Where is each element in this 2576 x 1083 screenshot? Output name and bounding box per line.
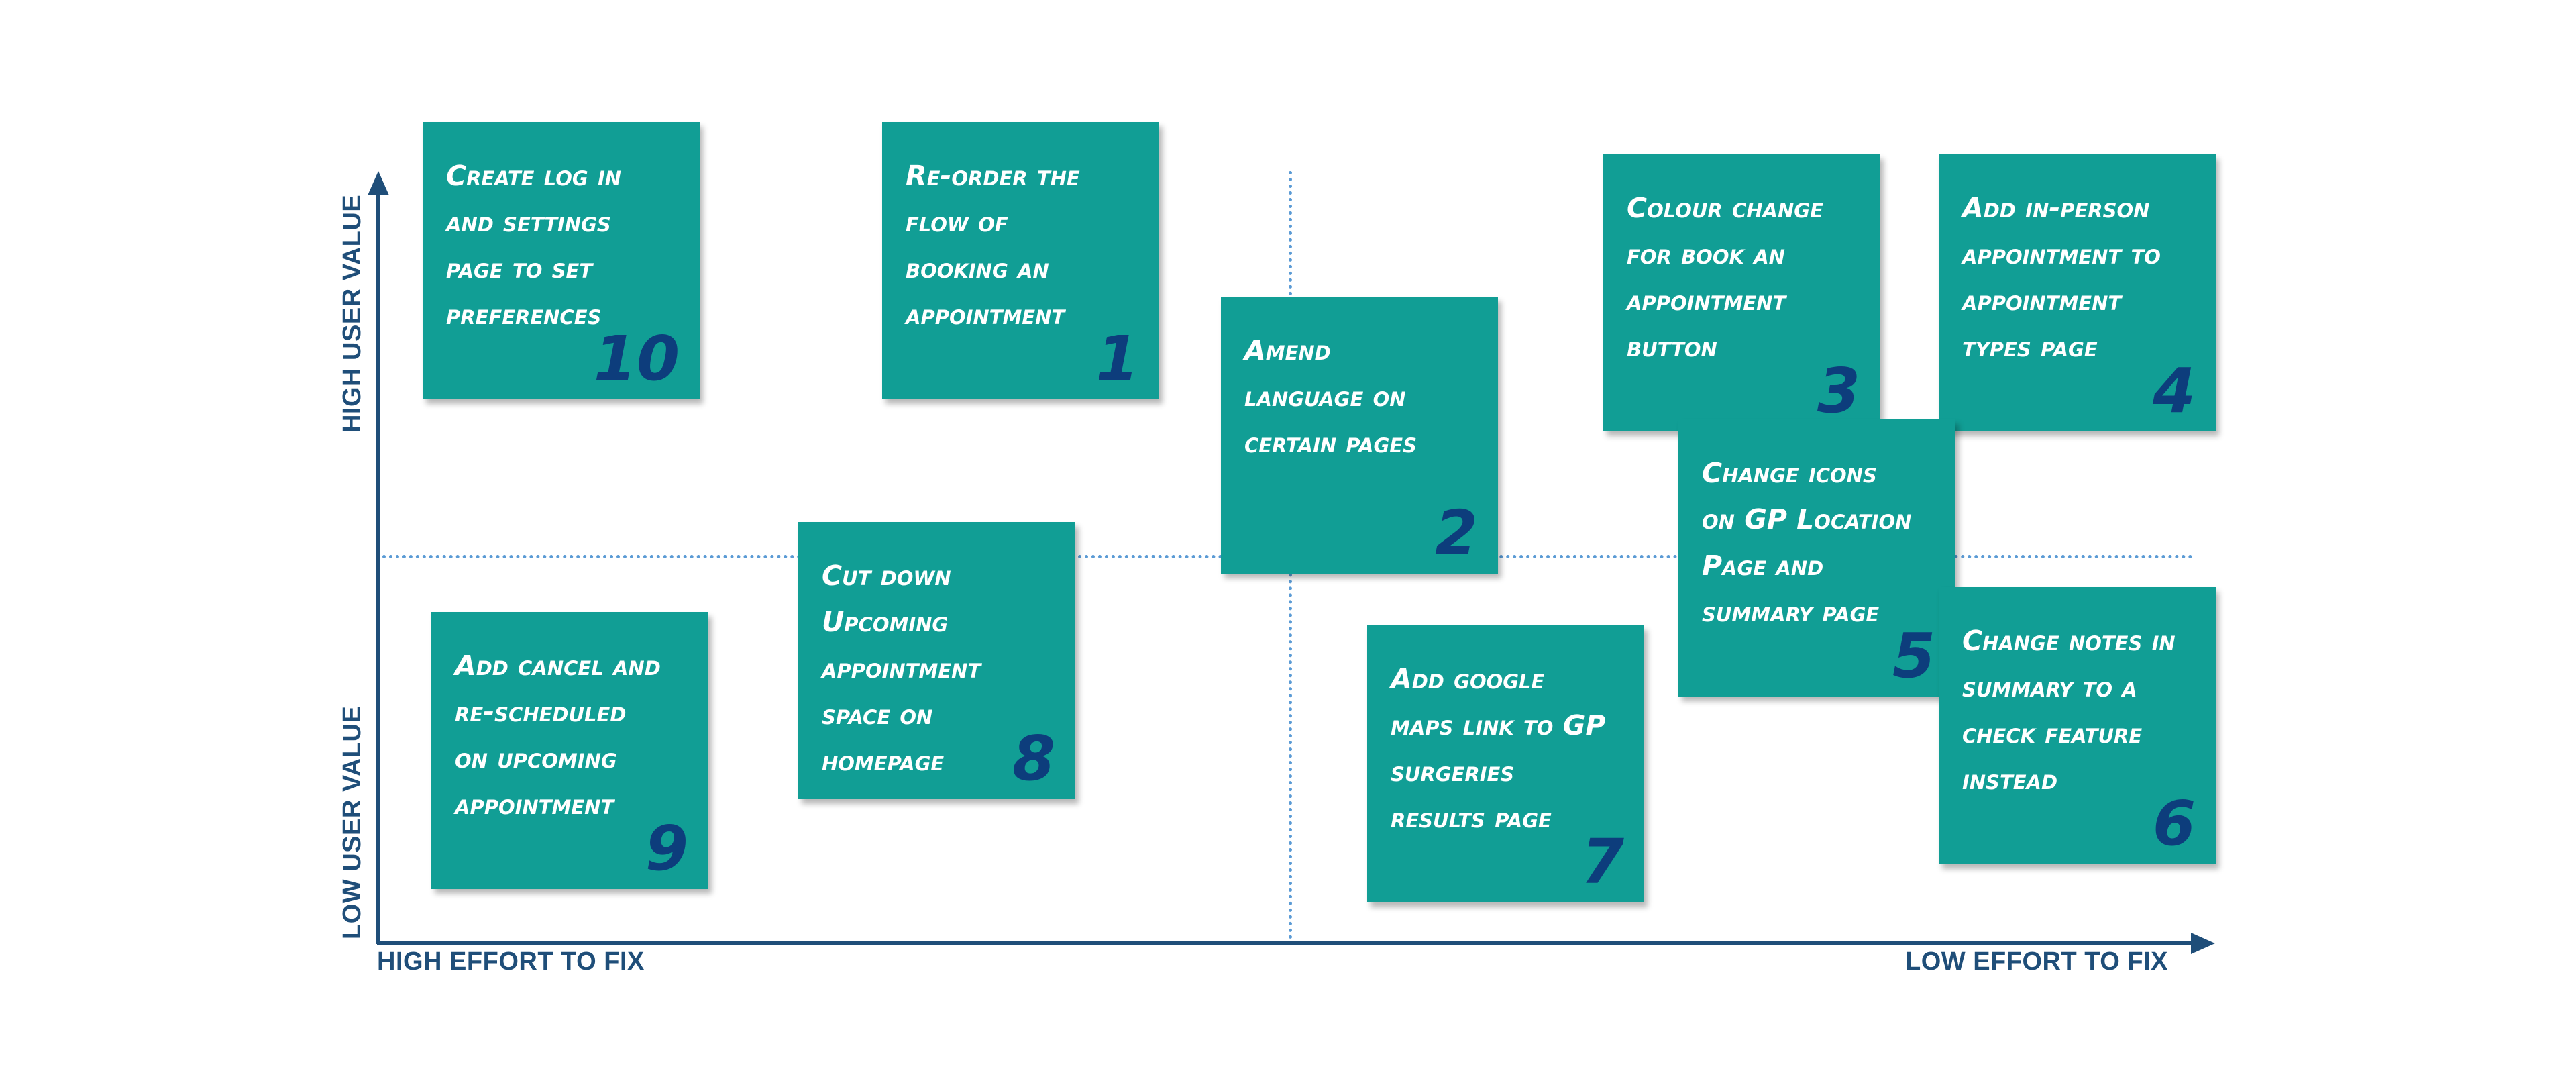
sticky-note-number: 5 (1892, 620, 1935, 692)
x-axis-start-label: HIGH EFFORT TO FIX (377, 947, 645, 976)
sticky-note-8: Cut down Upcoming appointment space on h… (798, 522, 1075, 799)
sticky-note-number: 8 (1012, 723, 1055, 794)
sticky-note-3: Colour change for book an appointment bu… (1603, 154, 1880, 431)
sticky-note-number: 7 (1580, 826, 1624, 898)
sticky-note-7: Add google maps link to GP surgeries res… (1367, 625, 1644, 902)
x-axis (377, 941, 2198, 945)
sticky-note-10: Create log in and settings page to set p… (423, 122, 700, 399)
sticky-note-text: Change icons on GP Location Page and sum… (1702, 457, 1912, 628)
sticky-note-1: Re-order the flow of booking an appointm… (882, 122, 1159, 399)
sticky-note-text: Cut down Upcoming appointment space on h… (822, 560, 981, 777)
sticky-note-text: Add cancel and re-scheduled on upcoming … (455, 650, 661, 821)
sticky-note-2: Amend language on certain pages 2 (1221, 297, 1498, 574)
sticky-note-number: 9 (645, 813, 688, 884)
y-axis-top-label: HIGH USER VALUE (338, 194, 366, 433)
sticky-note-text: Re-order the flow of booking an appointm… (906, 160, 1080, 331)
sticky-note-4: Add in-person appointment to appointment… (1939, 154, 2216, 431)
sticky-note-text: Add in-person appointment to appointment… (1962, 192, 2161, 363)
y-axis (376, 183, 380, 944)
sticky-note-6: Change notes in summary to a check featu… (1939, 587, 2216, 864)
sticky-note-text: Create log in and settings page to set p… (446, 160, 621, 331)
y-axis-arrow-icon (368, 171, 389, 195)
sticky-note-number: 10 (593, 323, 680, 395)
y-axis-bottom-label: LOW USER VALUE (338, 705, 366, 939)
sticky-note-number: 1 (1095, 323, 1139, 395)
sticky-note-number: 6 (2152, 788, 2196, 860)
sticky-note-text: Amend language on certain pages (1244, 334, 1417, 459)
sticky-note-text: Change notes in summary to a check featu… (1962, 625, 2176, 796)
sticky-note-5: Change icons on GP Location Page and sum… (1678, 419, 1955, 697)
sticky-note-number: 4 (2152, 355, 2196, 427)
sticky-note-9: Add cancel and re-scheduled on upcoming … (431, 612, 708, 889)
sticky-note-text: Add google maps link to GP surgeries res… (1391, 663, 1606, 834)
sticky-note-text: Colour change for book an appointment bu… (1627, 192, 1823, 363)
x-axis-end-label: LOW EFFORT TO FIX (1905, 947, 2168, 976)
x-axis-arrow-icon (2191, 933, 2215, 954)
sticky-note-number: 2 (1434, 497, 1478, 569)
sticky-note-number: 3 (1817, 355, 1860, 427)
